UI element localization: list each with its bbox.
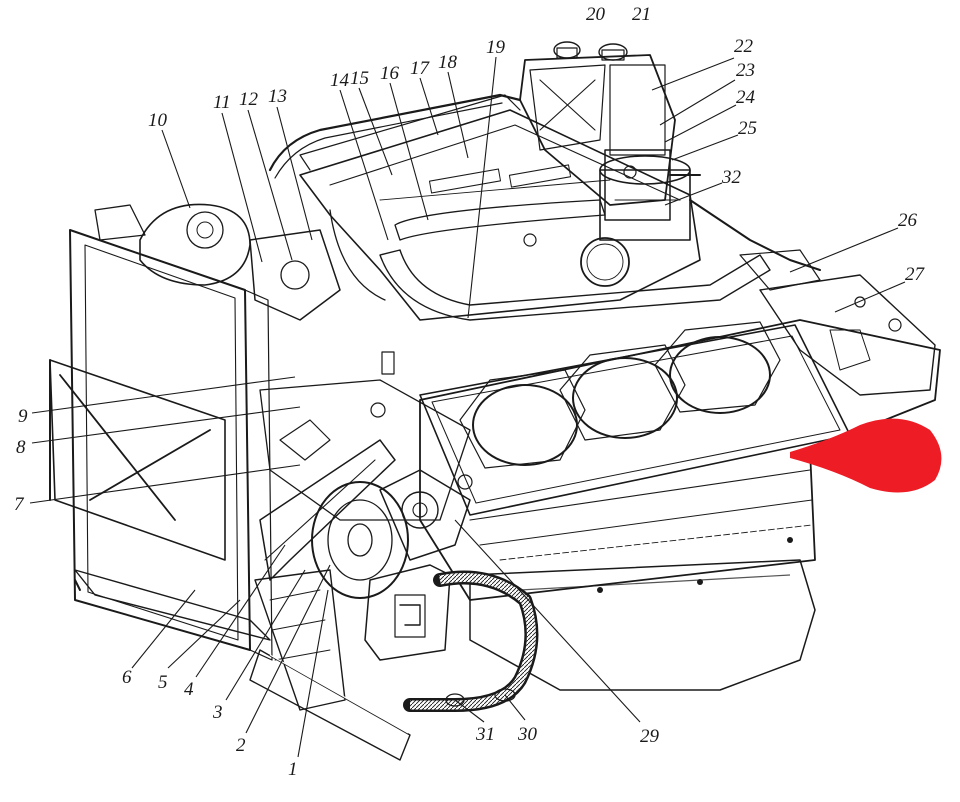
generator-pulley [379,469,471,561]
carburetor [604,149,701,221]
callout-23: 23 [736,60,755,81]
radiator [69,204,273,661]
callout-1: 1 [288,759,298,780]
callout-6: 6 [122,667,132,688]
callout-labels: 1 2 3 4 5 6 7 8 9 10 11 12 13 14 15 16 1… [14,4,926,780]
filler-cap-20 [553,41,581,59]
air-cleaner-housing [519,54,676,206]
manifold-pipe [329,209,771,321]
radiator-shutter-screen [49,359,226,561]
callout-10: 10 [148,110,168,131]
leader-lines [29,56,906,758]
callout-25: 25 [738,118,757,139]
callout-29: 29 [640,726,660,747]
callout-3: 3 [212,702,223,723]
timing-cover [259,379,473,521]
cylinder-bore-2 [572,357,678,439]
fan-drive-bracket [259,439,396,581]
callout-8: 8 [16,437,26,458]
front-engine-mount [254,569,346,711]
callout-17: 17 [410,58,431,79]
rear-block-end [759,274,936,396]
oil-filter [599,155,691,241]
callout-14: 14 [330,70,350,91]
callout-30: 30 [517,724,538,745]
callout-9: 9 [18,406,28,427]
red-highlight-marker [790,418,942,493]
callout-20: 20 [586,4,606,25]
callout-18: 18 [438,52,458,73]
callout-4: 4 [184,679,194,700]
valve-cover-rail [379,179,611,241]
callout-12: 12 [239,89,259,110]
ignition-distributor [364,564,451,661]
callout-22: 22 [734,36,754,57]
callout-32: 32 [721,167,742,188]
callout-26: 26 [898,210,918,231]
callout-15: 15 [350,68,369,89]
callout-11: 11 [213,92,231,113]
radiator-bottom-tank [74,569,271,641]
callout-21: 21 [632,4,651,25]
callout-13: 13 [268,86,287,107]
studs [381,233,793,593]
pressure-gauge [580,237,630,287]
callout-19: 19 [486,37,506,58]
lower-water-pipe [403,570,539,712]
callout-7: 7 [14,494,25,515]
callout-24: 24 [736,87,756,108]
cylinder-bore-1 [472,384,578,466]
callout-27: 27 [905,264,926,285]
cylinder-bore-3 [669,336,771,414]
fuel-rail [268,93,572,194]
callout-16: 16 [380,63,400,84]
callout-5: 5 [158,672,168,693]
lower-crossmember [249,649,411,761]
fuel-line-26 [689,199,821,291]
oil-pan [469,559,816,691]
water-pump [249,229,341,321]
callout-2: 2 [236,735,246,756]
crankshaft-pulley [311,481,409,599]
cylinder-bores [459,321,781,469]
cylinder-head-gasket [419,324,851,516]
callout-31: 31 [475,724,495,745]
filler-cap-21 [598,43,628,61]
